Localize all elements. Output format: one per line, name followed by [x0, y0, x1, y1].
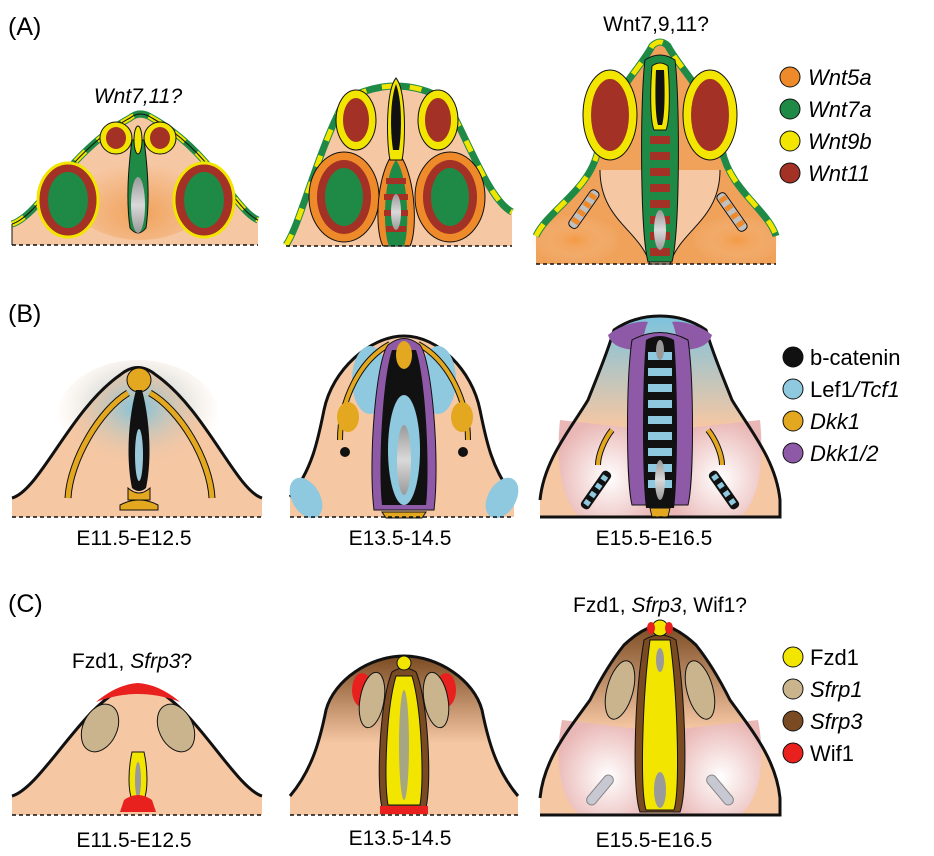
- diagram-c3-caption: E15.5-E16.5: [596, 829, 713, 852]
- diagram-b1-caption: E11.5-E12.5: [76, 527, 191, 550]
- legend-c: Fzd1 Sfrp1 Sfrp3 Wif1: [783, 645, 863, 766]
- legend-b-label-2: Lef1/Tcf1: [810, 377, 900, 402]
- red-circle-icon: [783, 743, 803, 763]
- legend-b: b-catenin Lef1/Tcf1 Dkk1 Dkk1/2: [783, 345, 901, 466]
- green-circle-icon: [780, 99, 800, 119]
- diagram-c2: [290, 656, 518, 815]
- legend-a-label-2: Wnt7a: [808, 97, 872, 122]
- legend-b-label-4: Dkk1/2: [810, 441, 878, 466]
- legend-a-label-4: Wnt11: [808, 161, 870, 186]
- legend-b-label-1: b-catenin: [810, 345, 901, 370]
- legend-c-label-4: Wif1: [810, 741, 854, 766]
- yellow-circle-icon: [780, 131, 800, 151]
- brown-circle-icon: [783, 711, 803, 731]
- panel-label-c: (C): [8, 590, 43, 618]
- diagram-b2: [283, 336, 525, 524]
- diagram-c1-caption: E11.5-E12.5: [76, 829, 191, 852]
- diagram-a1: [12, 114, 258, 245]
- legend-a-label-1: Wnt5a: [808, 65, 872, 90]
- legend-c-label-1: Fzd1: [810, 645, 859, 670]
- diagram-a3: [530, 42, 782, 265]
- diagram-c3: [540, 620, 780, 815]
- diagram-a3-title: Wnt7,9,11?: [603, 13, 709, 36]
- panel-label-b: (B): [8, 300, 41, 328]
- orange-circle-icon: [780, 67, 800, 87]
- diagram-c1: [12, 683, 262, 815]
- legend-c-label-2: Sfrp1: [810, 677, 863, 702]
- tan-circle-icon: [783, 679, 803, 699]
- legend-c-label-3: Sfrp3: [810, 709, 863, 734]
- legend-b-label-3: Dkk1: [810, 409, 860, 434]
- diagram-a1-title: Wnt7,11?: [94, 85, 183, 108]
- legend-a-label-3: Wnt9b: [808, 129, 872, 154]
- diagram-a2: [286, 78, 512, 246]
- gold-circle-icon: [783, 411, 803, 431]
- diagram-b2-caption: E13.5-14.5: [349, 527, 452, 550]
- diagram-b3-caption: E15.5-E16.5: [596, 527, 713, 550]
- diagram-c1-title: Fzd1, Sfrp3?: [72, 650, 192, 673]
- light-blue-circle-icon: [783, 379, 803, 399]
- black-circle-icon: [783, 347, 803, 367]
- diagram-c3-title: Fzd1, Sfrp3, Wif1?: [573, 594, 747, 617]
- yellow-circle-icon: [783, 647, 803, 667]
- purple-circle-icon: [783, 443, 803, 463]
- diagram-c2-caption: E13.5-14.5: [349, 827, 452, 850]
- legend-a: Wnt5a Wnt7a Wnt9b Wnt11: [780, 65, 872, 186]
- diagram-b1: [12, 360, 262, 517]
- diagram-b3: [540, 316, 780, 517]
- panel-label-a: (A): [8, 13, 41, 41]
- red-circle-icon: [780, 163, 800, 183]
